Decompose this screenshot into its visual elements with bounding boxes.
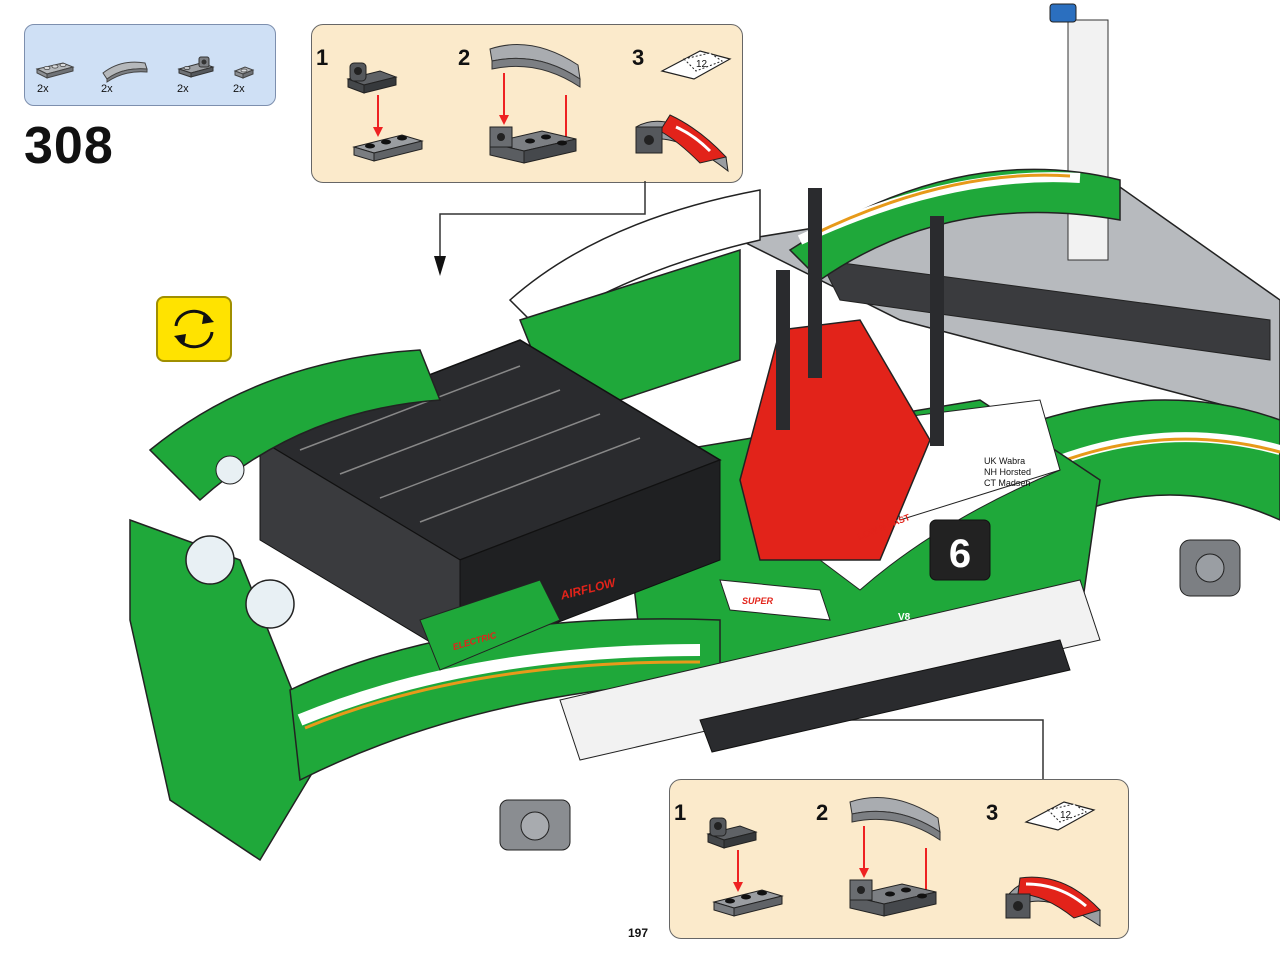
sub-step-number: 1 [674,800,687,825]
page-number: 197 [628,926,649,940]
parts-list-box: 2x 2x 2x 2x [24,24,276,106]
rotate-model-icon [156,296,232,362]
clip-plate-assembly-illustration [706,817,784,917]
sub-step-number: 2 [816,800,829,825]
sticker-number-label: 12 [696,59,708,70]
curved-slope-icon [102,61,148,83]
race-number-decal: 6 [949,532,971,576]
sticker-applied-illustration: 12 [1005,801,1101,927]
driver-name: CT Madsen [984,478,1031,488]
sticker-applied-illustration: 12 [635,50,732,173]
clip-plate-assembly-illustration [346,62,424,162]
sponsor-decal: SUPER [742,596,774,606]
sub-step-number: 1 [316,45,329,70]
sub-assembly-bottom: 1 2 3 12 [669,779,1129,939]
engine-badge-decal: V8 [898,612,911,623]
sub-assembly-top: 1 2 3 12 [311,24,743,183]
slope-assembly-illustration [849,797,941,917]
rotate-arrows-icon [174,309,214,349]
plate-1x3-icon [35,62,75,79]
part-qty: 2x [177,83,189,95]
part-qty: 2x [233,83,245,95]
step-number: 308 [24,117,114,175]
part-qty: 2x [101,83,113,95]
sub-step-number: 3 [632,45,645,70]
sticker-number-label: 12 [1060,810,1072,821]
driver-list-decal: UK Wabra NH Horsted CT Madsen [984,456,1031,489]
driver-name: UK Wabra [984,456,1026,466]
sub-step-number: 3 [986,800,999,825]
slope-assembly-illustration [489,44,581,164]
part-qty: 2x [37,83,49,95]
sub-step-number: 2 [458,45,471,70]
plate-with-clip-icon [177,56,215,78]
driver-name: NH Horsted [984,467,1032,477]
tile-1x1-icon [233,66,255,79]
